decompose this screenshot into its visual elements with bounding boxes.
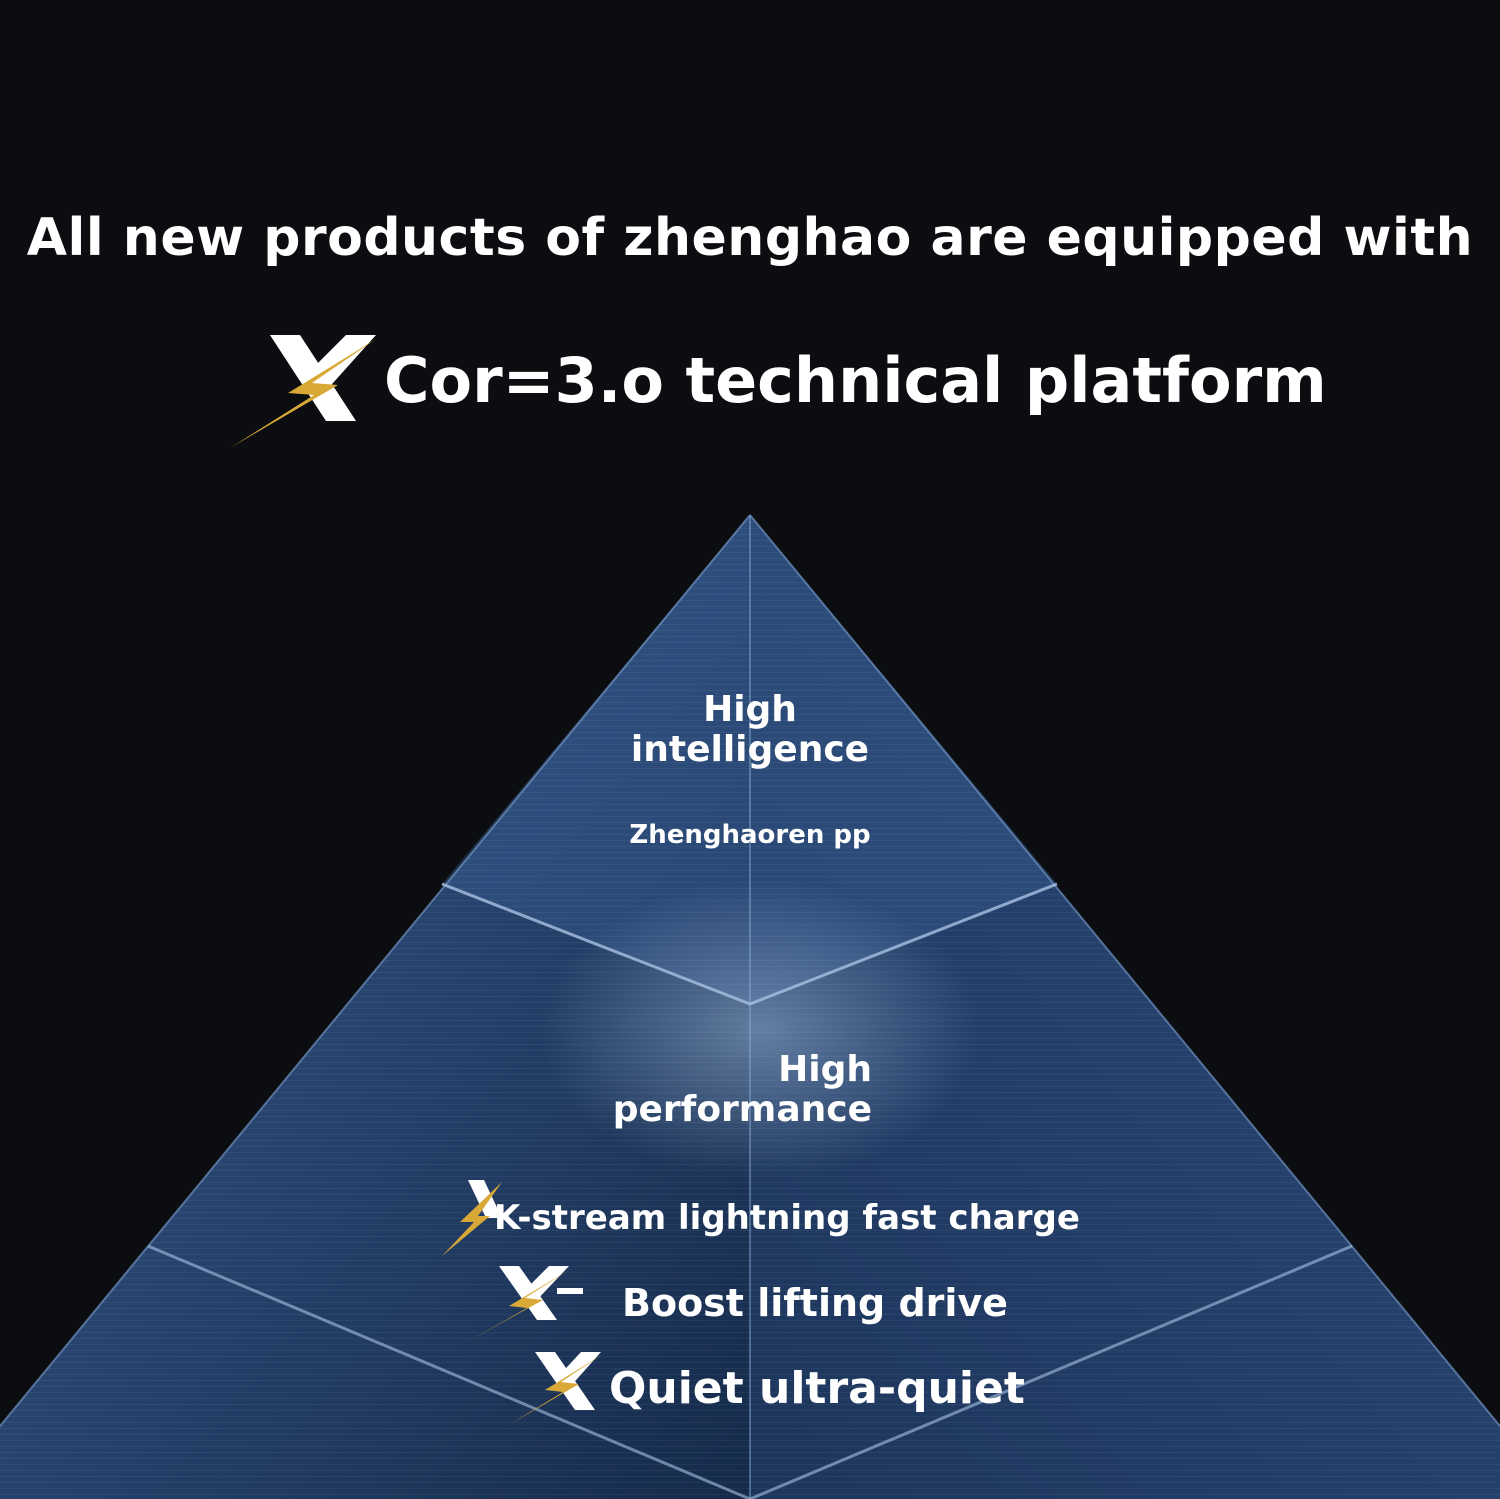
platform-name: Cor=3.o technical platform [384,343,1327,417]
top-tier-title: High intelligence [630,689,870,770]
x-lightning-logo-icon [507,1352,603,1426]
top-tier-subtitle: Zhenghaoren pp [629,820,871,850]
platform-title: Cor=3.o technical platform [228,330,1327,450]
feature-boost-drive: Boost lifting drive [465,1262,1008,1344]
tier-divider-lower [147,1244,1353,1499]
x-lightning-logo-icon [467,1266,583,1342]
x-lightning-logo-icon [230,334,376,448]
feature-ultra-quiet: Quiet ultra-quiet [505,1348,1025,1428]
x-lightning-logo-icon [442,1180,502,1256]
tier-divider-upper [441,882,1058,1006]
headline: All new products of zhenghao are equippe… [26,208,1474,268]
feature-fast-charge: K-stream lightning fast charge [440,1178,1080,1258]
middle-tier-title: High performance [612,1049,872,1130]
